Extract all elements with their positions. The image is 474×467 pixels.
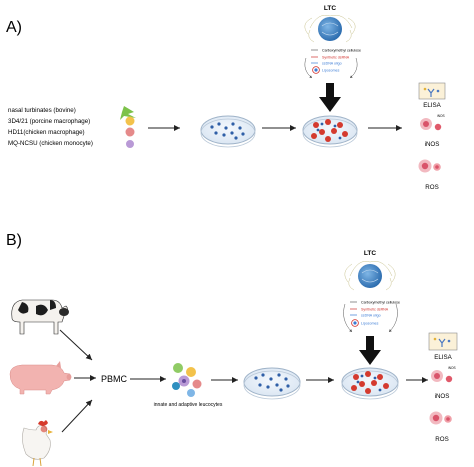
chicken-icon [22, 420, 53, 467]
cell-type-list: nasal turbinates (bovine) 3D4/21 (porcin… [8, 106, 136, 148]
arrow-icon [61, 399, 93, 433]
ros-label: ROS [425, 184, 438, 191]
monocyte-cell-icon [126, 140, 134, 148]
inos-label: iNOS [425, 141, 440, 148]
legend-label: Liposomes [322, 69, 340, 73]
inos-cell-icon: iNOS [431, 366, 456, 383]
legend-label: Synthetic dsRNA [361, 308, 389, 312]
legend-label: Liposomes [361, 322, 379, 326]
inos-cell-icon: iNOS [420, 114, 445, 131]
readout-panel: ELISA iNOS iNOS ROS [418, 82, 446, 191]
inos-badge: iNOS [437, 114, 445, 118]
petri-dish-treated [302, 115, 358, 148]
leucocytes-label: innate and adaptive leucocytes [154, 402, 223, 408]
elisa-plate-icon [418, 82, 446, 100]
leucocyte-cluster-icon [172, 363, 202, 397]
epithelial-cell-icon [120, 106, 136, 120]
legend-label: ssDNA oligo [322, 62, 342, 66]
petri-dish-cells [243, 367, 301, 400]
ltc-particle: LTC [344, 250, 396, 291]
ltc-particle: LTC [304, 5, 356, 43]
pig-icon [9, 361, 72, 395]
panel-b-label: B) [6, 232, 22, 249]
ros-cell-icon [429, 411, 452, 425]
cow-icon [11, 299, 69, 335]
inos-label: iNOS [435, 393, 450, 400]
macrophage-cell-icon [125, 127, 135, 137]
petri-dish-treated [341, 367, 399, 400]
big-arrow-icon [359, 336, 381, 365]
ltc-title: LTC [364, 250, 376, 257]
elisa-label: ELISA [423, 102, 441, 109]
legend-label: Carboxymethyl cellulose [322, 49, 361, 53]
pbmc-label: PBMC [101, 374, 128, 384]
legend-label: ssDNA oligo [361, 314, 381, 318]
cell-type-label: HD11(chicken macrophage) [8, 129, 85, 136]
ltc-legend: Carboxymethyl cellulose Synthetic dsRNA … [343, 301, 400, 333]
cell-type-label: nasal turbinates (bovine) [8, 107, 76, 114]
legend-label: Synthetic dsRNA [322, 56, 350, 60]
elisa-label: ELISA [434, 354, 452, 361]
legend-label: Carboxymethyl cellulose [361, 301, 400, 305]
ltc-legend: Carboxymethyl cellulose Synthetic dsRNA … [304, 49, 361, 79]
ros-label: ROS [435, 436, 448, 443]
elisa-plate-icon [428, 332, 458, 351]
cell-type-label: 3D4/21 (porcine macrophage) [8, 118, 90, 125]
ros-cell-icon [418, 159, 441, 173]
panel-a-label: A) [6, 19, 22, 36]
big-arrow-icon [319, 83, 341, 112]
petri-dish-cells [200, 115, 256, 148]
cell-type-label: MQ-NCSU (chicken monocyte) [8, 140, 93, 147]
ltc-title: LTC [324, 5, 336, 12]
inos-badge: iNOS [448, 366, 456, 370]
readout-panel: ELISA iNOS iNOS ROS [428, 332, 458, 443]
macrophage-cell-icon [125, 116, 135, 126]
arrow-icon [59, 329, 93, 361]
